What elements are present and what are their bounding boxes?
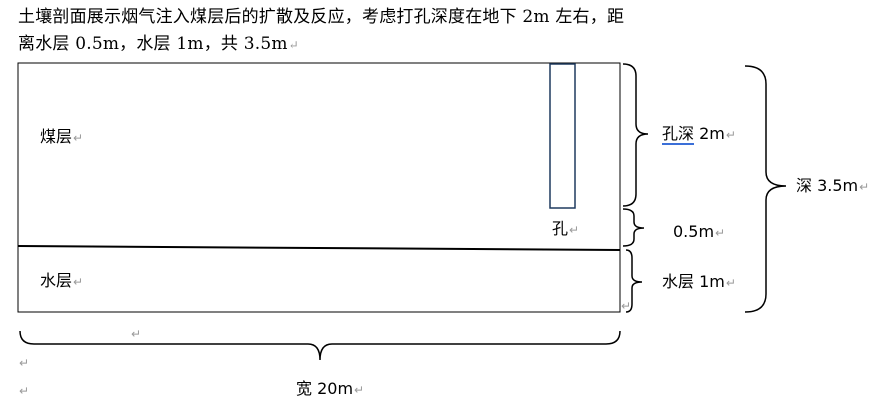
- profile-outline: [17, 62, 621, 313]
- hole-depth-value: 2m: [694, 124, 725, 143]
- borehole: [549, 63, 576, 209]
- hole-depth-label: 孔深 2m↵: [662, 124, 736, 145]
- width-brace: [19, 330, 621, 361]
- paragraph-mark: ↵: [288, 38, 299, 52]
- width-label: 宽 20m↵: [296, 379, 365, 398]
- paragraph-mark: ↵: [131, 327, 142, 341]
- gap-brace: [622, 208, 645, 247]
- hole-label: 孔↵: [552, 219, 580, 238]
- caption-line-2: 离水层 0.5m，水层 1m，共 3.5m↵: [18, 34, 299, 54]
- coal-seam-label: 煤层↵: [40, 127, 84, 146]
- layer-boundary-line: [17, 245, 621, 251]
- caption-line-1: 土壤剖面展示烟气注入煤层后的扩散及反应，考虑打孔深度在地下 2m 左右，距: [18, 7, 625, 27]
- gap-label: 0.5m↵: [673, 222, 726, 241]
- paragraph-mark: ↵: [621, 299, 632, 313]
- paragraph-mark: ↵: [19, 384, 30, 398]
- water-layer-label: 水层↵: [40, 271, 84, 290]
- hole-depth-prefix: 孔深: [662, 124, 695, 145]
- total-depth-brace: [744, 65, 787, 313]
- hole-depth-brace: [622, 63, 649, 207]
- water-thickness-label: 水层 1m↵: [662, 272, 736, 291]
- caption: 土壤剖面展示烟气注入煤层后的扩散及反应，考虑打孔深度在地下 2m 左右，距 离水…: [18, 4, 848, 59]
- water-layer-brace: [625, 249, 643, 313]
- paragraph-mark: ↵: [19, 356, 30, 370]
- total-depth-label: 深 3.5m↵: [796, 176, 870, 195]
